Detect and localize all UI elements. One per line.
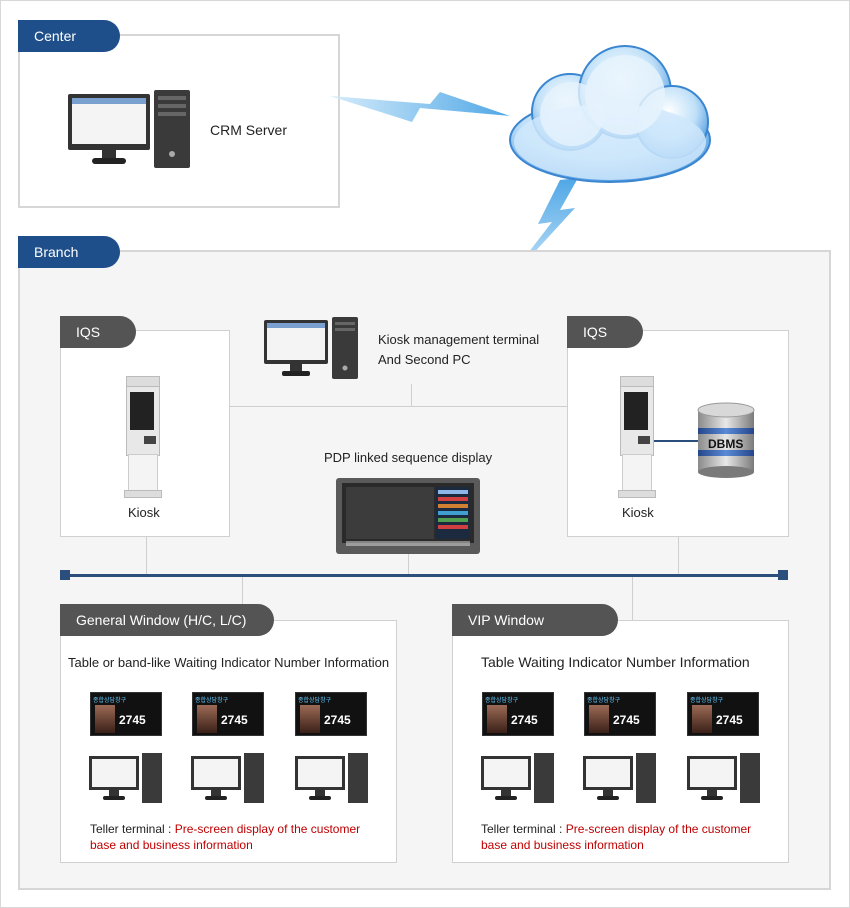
kiosk-right-label: Kiosk [622,505,654,520]
kiosk-left-icon [124,376,162,498]
cloud-icon [509,45,711,183]
center-tab: Center [18,20,120,52]
vip-teller-pc-2 [583,753,656,803]
connector-mgmt-vertical [411,384,412,406]
general-window-panel [60,620,397,863]
iqs-left-tab: IQS [60,316,136,348]
connector-vip-vertical [632,576,633,620]
general-teller-pc-2 [191,753,264,803]
general-teller-pc-1 [89,753,162,803]
kiosk-right-icon [618,376,656,498]
dbms-label: DBMS [708,437,744,451]
branch-tab: Branch [18,236,120,268]
kiosk-mgmt-label-line1: Kiosk management terminal [378,332,540,347]
iqs-right-tab: IQS [567,316,643,348]
kiosk-db-link [654,440,698,442]
connector-general-vertical [242,576,243,606]
general-teller-line2: base and business information [90,838,253,852]
vip-teller-pc-1 [481,753,554,803]
general-teller-line1: Teller terminal : Pre-screen display of … [90,822,361,836]
general-heading: Table or band-like Waiting Indicator Num… [68,655,390,670]
vip-teller-pc-3 [687,753,760,803]
bus-end-left [60,570,70,580]
network-bus-line [64,574,784,577]
general-teller-pc-3 [295,753,368,803]
vip-teller-line1: Teller terminal : Pre-screen display of … [481,822,752,836]
kiosk-management-pc-icon [264,317,358,379]
vip-heading: Table Waiting Indicator Number Informati… [481,654,750,670]
connector-horizontal-top [228,406,568,407]
kiosk-mgmt-label-line2: And Second PC [378,352,471,367]
database-icon [697,402,755,478]
crm-server-label: CRM Server [210,122,288,138]
pdp-display-icon [336,478,480,554]
pdp-label: PDP linked sequence display [324,450,493,465]
lightning-bolt-upper [330,92,578,292]
connector-iqs-left-vertical [146,536,147,576]
connector-pdp-vertical [408,552,409,576]
crm-server-icon [68,90,190,168]
bus-end-right [778,570,788,580]
vip-teller-line2: base and business information [481,838,644,852]
general-window-tab: General Window (H/C, L/C) [60,604,274,636]
connector-iqs-right-vertical [678,536,679,576]
vip-window-panel [452,620,789,863]
kiosk-left-label: Kiosk [128,505,160,520]
vip-window-tab: VIP Window [452,604,618,636]
